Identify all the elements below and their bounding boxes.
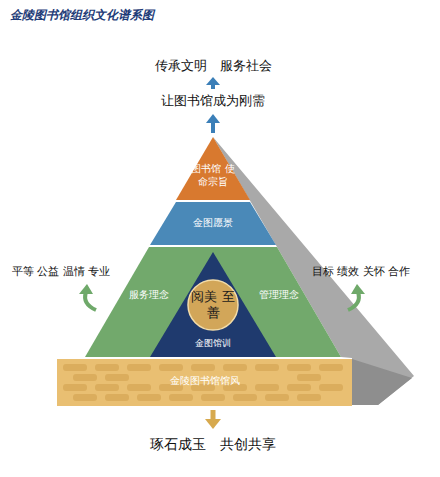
book-texture (287, 364, 311, 371)
node-text: 阅美 至善 (191, 289, 235, 322)
book-texture (105, 394, 129, 401)
node-text: 管理理念 (253, 289, 305, 302)
arrow-head (351, 284, 365, 294)
layer-fill (150, 252, 276, 357)
mission-statement: 传承文明 服务社会 (100, 58, 326, 74)
book-texture (265, 394, 289, 401)
book-texture (287, 384, 311, 391)
vision-layer: 金图愿景 (150, 202, 276, 245)
motto-circle: 阅美 至善 (187, 279, 239, 331)
motto-triangle: 金图馆训阅美 至善 (150, 252, 276, 357)
book-texture (201, 394, 225, 401)
style-outcome: 琢石成玉 共创共享 (90, 436, 336, 454)
book-texture (73, 394, 97, 401)
arrow-shaft (211, 122, 215, 133)
base-side (352, 359, 412, 405)
book-texture (297, 394, 321, 401)
book-texture (105, 374, 129, 381)
node-text: 服务理念 (123, 289, 175, 302)
book-texture (95, 384, 119, 391)
layer-fill (176, 137, 250, 200)
values-layer: 服务理念 管理理念金图馆训 阅美 至善 (85, 247, 341, 357)
shape-outline (187, 279, 239, 331)
diagram-title: 金陵图书馆组织文化谱系图 (10, 8, 154, 23)
layer-fill (85, 247, 341, 357)
book-texture (73, 374, 97, 381)
arrow-head (206, 114, 220, 123)
node-text: 金陵图书馆馆风 (145, 375, 265, 388)
book-texture (127, 384, 151, 391)
arrow-head (206, 77, 220, 85)
circle-fill (188, 280, 238, 330)
book-texture (255, 384, 279, 391)
band-fill (57, 359, 352, 406)
node-text: 金图馆训 (178, 338, 248, 349)
book-texture (127, 364, 151, 371)
book-texture (95, 364, 119, 371)
book-texture (319, 384, 343, 391)
curved-arrow (348, 292, 359, 310)
layer-fill (150, 202, 276, 245)
book-texture (159, 364, 183, 371)
style-band: 金陵图书馆馆风 (57, 359, 352, 406)
service-values: 平等 公益 温情 专业 (12, 265, 130, 279)
goal-statement: 让图书馆成为刚需 (100, 93, 326, 109)
book-texture (191, 364, 215, 371)
book-texture (137, 394, 161, 401)
management-values: 目标 绩效 关怀 合作 (312, 265, 436, 279)
book-texture (255, 364, 279, 371)
book-texture (233, 394, 257, 401)
book-texture (63, 364, 87, 371)
arrow-shaft (211, 410, 216, 420)
arrow-head (79, 284, 93, 294)
book-texture (169, 394, 193, 401)
curved-arrow (85, 292, 96, 310)
book-texture (63, 384, 87, 391)
arrow-head (205, 419, 221, 429)
book-texture (319, 364, 343, 371)
mission-layer: 图书馆 使命宗旨 (176, 137, 250, 200)
node-text: 金图愿景 (173, 217, 253, 230)
node-text: 图书馆 使命宗旨 (190, 163, 236, 188)
book-texture (297, 374, 321, 381)
book-texture (223, 364, 247, 371)
